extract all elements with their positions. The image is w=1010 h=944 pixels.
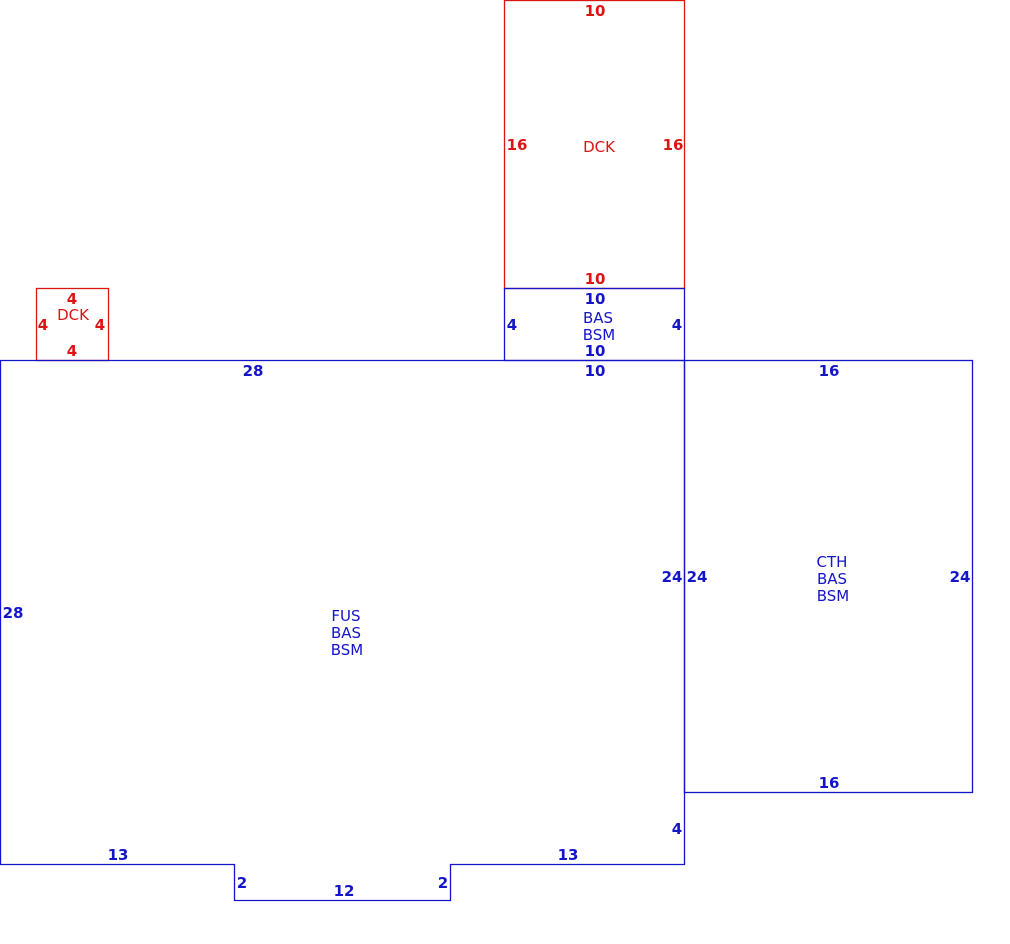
top-deck-dim-top: 10 xyxy=(585,2,606,20)
top-deck-dim-bottom: 10 xyxy=(585,270,606,288)
east-wing-dim-right: 24 xyxy=(950,568,971,586)
main-dim-top: 28 xyxy=(243,362,264,380)
small-deck-dim-left: 4 xyxy=(38,316,48,334)
main-dim-notch-bottom: 12 xyxy=(334,882,355,900)
small-deck-dim-top: 4 xyxy=(67,290,77,308)
main-dim-right-lower: 4 xyxy=(672,820,682,838)
east-wing-dim-top: 16 xyxy=(819,362,840,380)
small-deck-dim-bottom: 4 xyxy=(67,342,77,360)
main-dim-notch-right: 2 xyxy=(438,874,448,892)
addition-dim-bottom: 10 xyxy=(585,342,606,360)
top-deck-dim-right: 16 xyxy=(663,136,684,154)
east-wing-code-3: BSM xyxy=(817,587,850,605)
main-dim-bottom-right: 13 xyxy=(558,846,579,864)
top-deck-dim-left: 16 xyxy=(507,136,528,154)
addition-code-1: BAS xyxy=(583,309,613,327)
addition-dim-left: 4 xyxy=(507,316,517,334)
small-deck-code: DCK xyxy=(57,306,90,324)
main-code-3: BSM xyxy=(331,641,364,659)
main-dim-right: 24 xyxy=(662,568,683,586)
main-code-2: BAS xyxy=(331,624,361,642)
main-dim-left: 28 xyxy=(3,604,24,622)
main-dim-bottom-left: 13 xyxy=(108,846,129,864)
east-wing-code-1: CTH xyxy=(817,553,848,571)
addition-dim-top: 10 xyxy=(585,290,606,308)
east-wing-dim-bottom: 16 xyxy=(819,774,840,792)
top-deck-code: DCK xyxy=(583,138,616,156)
addition-dim-right: 4 xyxy=(672,316,682,334)
main-dim-notch-left: 2 xyxy=(237,874,247,892)
main-dim-top-right: 10 xyxy=(585,362,606,380)
addition-code-2: BSM xyxy=(583,326,616,344)
east-wing-code-2: BAS xyxy=(817,570,847,588)
east-wing-dim-left: 24 xyxy=(687,568,708,586)
east-wing-outline xyxy=(683,359,974,794)
small-deck-dim-right: 4 xyxy=(95,316,105,334)
main-code-1: FUS xyxy=(331,607,360,625)
